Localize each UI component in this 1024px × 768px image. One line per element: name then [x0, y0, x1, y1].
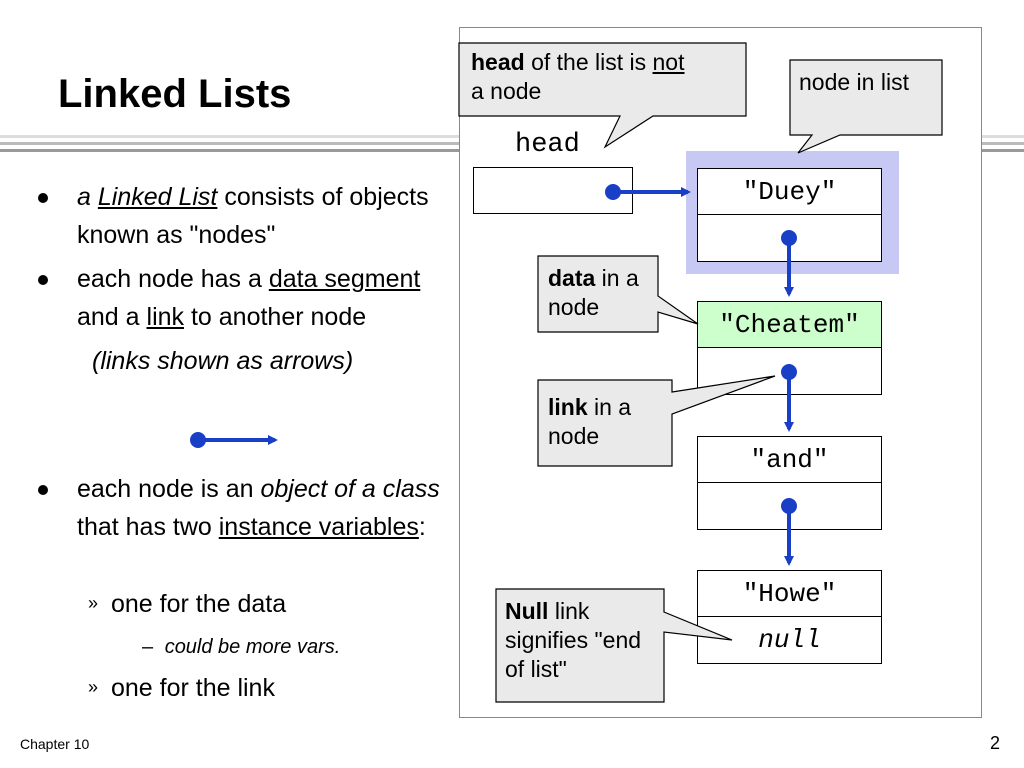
footer-chapter: Chapter 10: [20, 736, 90, 752]
callout-head: [458, 42, 747, 149]
callout-node-in-list: [789, 59, 943, 154]
bullet-term: data segment: [268, 265, 421, 293]
sub-bullet-marker: »: [88, 677, 99, 697]
callout-null: [495, 588, 733, 703]
callout-text: a node: [471, 78, 542, 104]
callout-null-text: Null link signifies "end of list": [505, 597, 660, 684]
bullet-text: and a: [77, 303, 147, 331]
sub-bullet-text: could be more vars.: [164, 636, 341, 658]
callout-node-in-list-text: node in list: [799, 69, 909, 95]
bullet-item: each node has a data segment and a link …: [38, 260, 438, 336]
callout-text: link signifies "end of list": [505, 598, 642, 682]
bullet-text: to another node: [184, 303, 367, 331]
divider-stripe: [0, 135, 460, 138]
callout-head-text: head of the list is not a node: [471, 48, 741, 106]
callout-bold: link: [548, 394, 588, 420]
divider-stripe: [980, 142, 1024, 145]
sub-bullet-text: one for the link: [110, 674, 275, 702]
node-data-cell: "and": [698, 437, 881, 483]
bullet-dot: [38, 275, 48, 285]
bullet-list-2: each node is an object of a class that h…: [38, 470, 448, 546]
callout-text: in a node: [548, 265, 639, 320]
list-node-cheatem: "Cheatem": [697, 301, 882, 395]
bullet-note: (links shown as arrows): [38, 342, 438, 380]
sub-bullet-marker: »: [88, 593, 99, 613]
callout-data-text: data in a node: [548, 264, 648, 322]
bullet-text: each node is an: [77, 475, 261, 503]
head-label: head: [515, 130, 580, 160]
node-data-cell: "Cheatem": [698, 302, 881, 348]
bullet-dot: [38, 193, 48, 203]
callout-underline: not: [652, 49, 685, 75]
sub-bullet-text: one for the data: [110, 590, 287, 618]
bullet-term: instance variables: [218, 513, 419, 541]
callout-text: in a node: [548, 394, 632, 449]
bullet-text: consists of objects known as "nodes": [77, 183, 429, 249]
divider-stripe: [0, 142, 460, 145]
page-number: 2: [990, 733, 1001, 753]
callout-link: [537, 375, 776, 467]
bullet-term: object of a class: [260, 475, 440, 503]
note-text: (links shown as arrows): [92, 347, 354, 375]
callout-bold: data: [548, 265, 596, 291]
bullet-term: link: [146, 303, 185, 331]
callout-text: of the list is: [524, 49, 653, 75]
bullet-list: a Linked List consists of objects known …: [38, 178, 438, 380]
node-data-cell: "Duey": [698, 169, 881, 215]
callout-bold: head: [471, 49, 525, 75]
sub-bullet: » one for the link: [88, 674, 275, 703]
node-data-cell: "Howe": [698, 571, 881, 617]
bullet-item: a Linked List consists of objects known …: [38, 178, 438, 254]
divider-stripe: [0, 149, 460, 152]
bullet-text: that has two: [77, 513, 219, 541]
sub-bullet: » one for the data: [88, 590, 286, 619]
bullet-item: each node is an object of a class that h…: [38, 470, 448, 546]
sub-sub-bullet: – could be more vars.: [142, 636, 340, 659]
callout-data: [537, 255, 699, 333]
list-node-howe: "Howe" null: [697, 570, 882, 664]
callout-link-text: link in a node: [548, 393, 663, 451]
node-link-cell: null: [758, 625, 821, 655]
sub-bullet-marker: –: [142, 636, 154, 658]
bullet-term: Linked List: [97, 183, 218, 211]
slide-title: Linked Lists: [58, 72, 292, 116]
divider-stripe: [980, 135, 1024, 138]
callout-bold: Null: [505, 598, 549, 624]
bullet-dot: [38, 485, 48, 495]
bullet-text: :: [418, 513, 426, 541]
divider-stripe: [980, 149, 1024, 152]
bullet-text: each node has a: [77, 265, 269, 293]
bullet-text: a: [77, 183, 91, 211]
